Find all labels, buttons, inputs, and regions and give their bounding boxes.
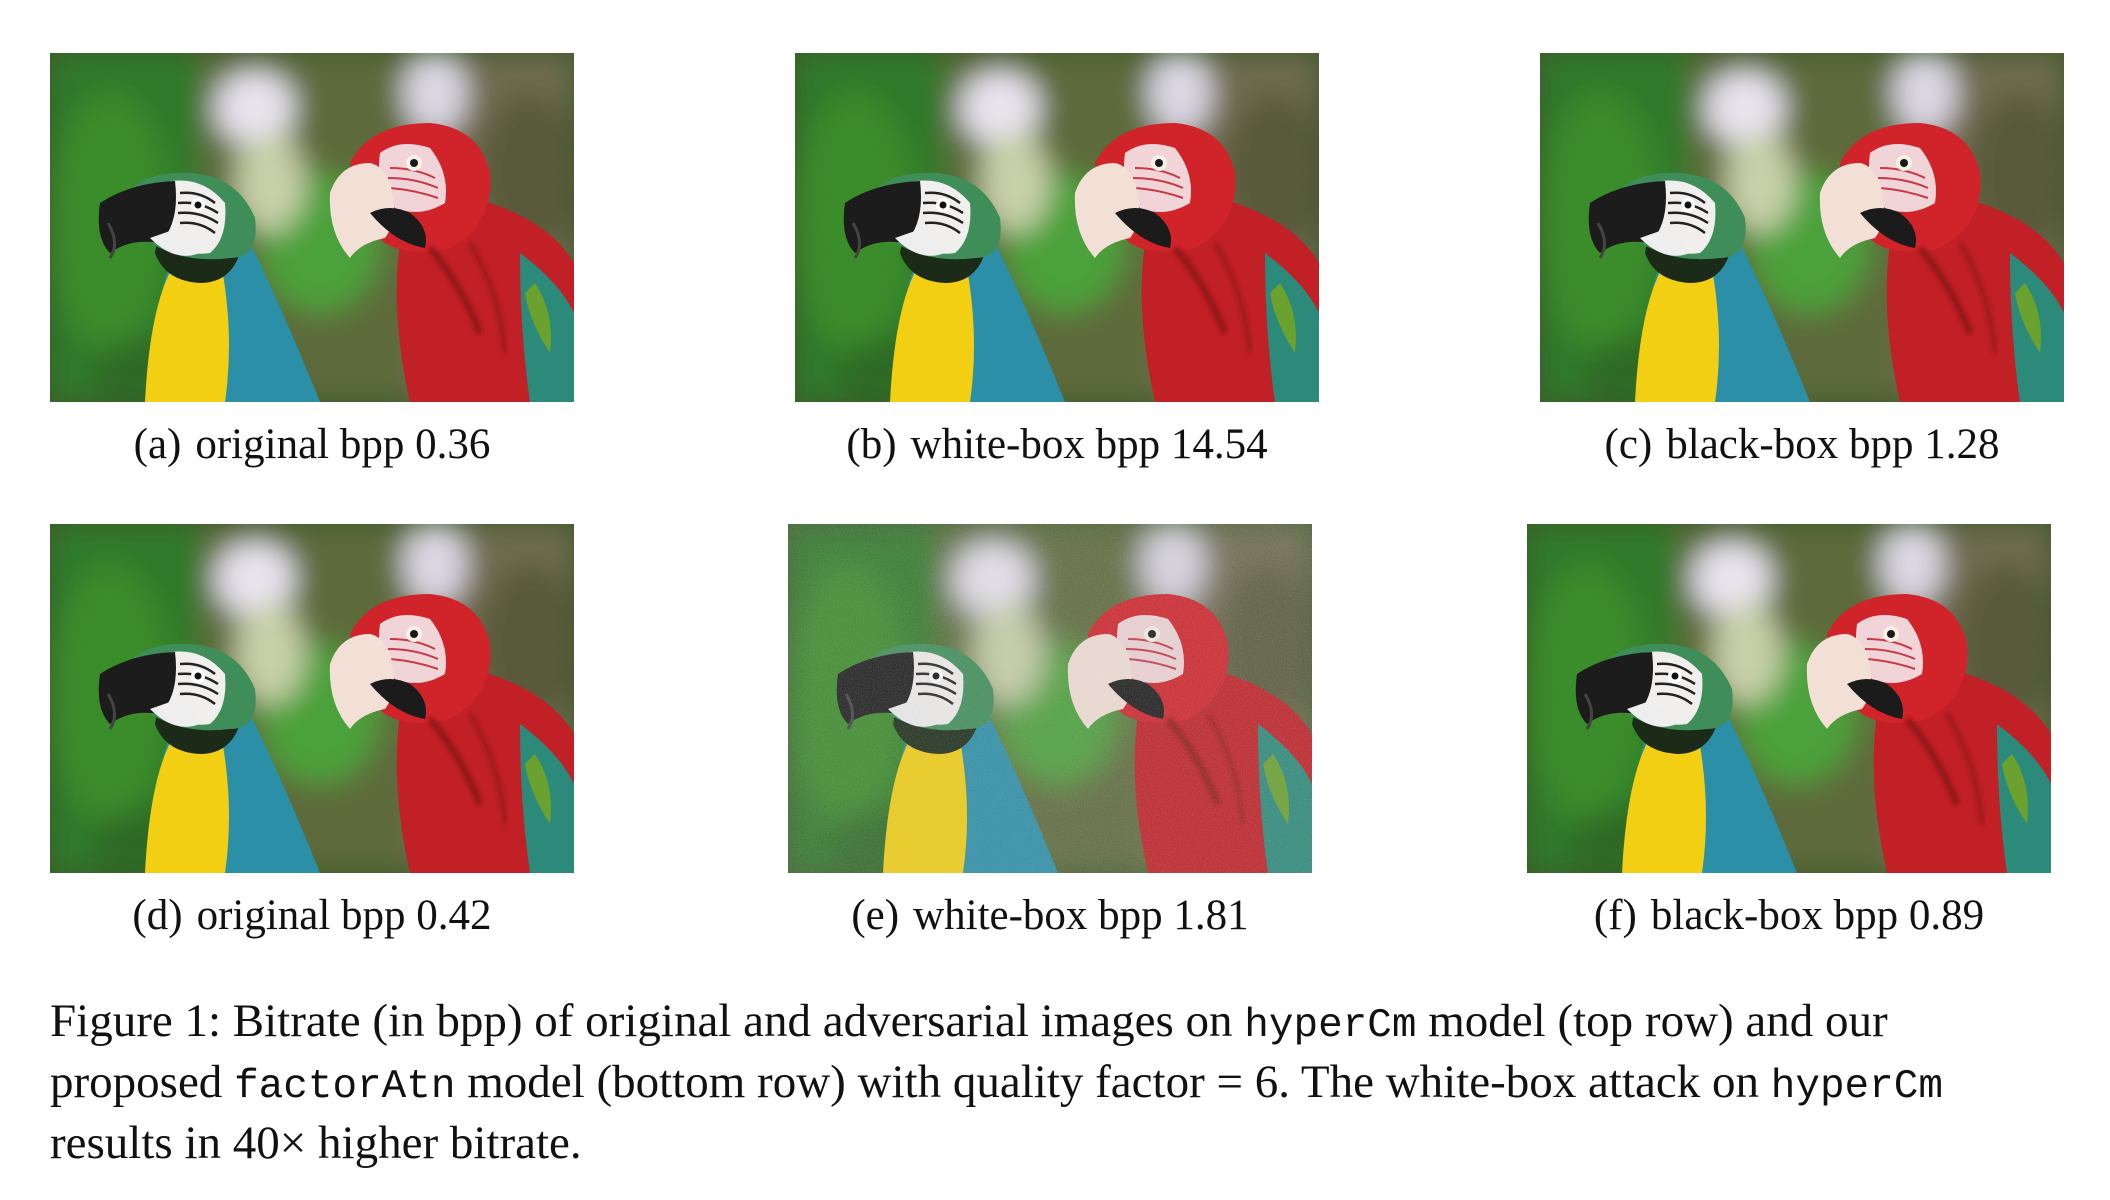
figure-panel: (e) white-box bpp 1.81 — [788, 524, 1312, 939]
caption-text-1: Figure 1: Bitrate (in bpp) of original a… — [50, 995, 1245, 1047]
parrots-photo — [795, 53, 1319, 402]
caption-text-3: model (bottom row) with quality factor =… — [455, 1056, 1771, 1108]
parrots-photo — [50, 53, 574, 402]
subfigure-caption: (c) black-box bpp 1.28 — [1540, 420, 2064, 470]
subfigure-caption: (d) original bpp 0.42 — [50, 891, 574, 941]
subfigure-label: (c) — [1604, 421, 1653, 468]
subfigure-text: white-box bpp 14.54 — [910, 421, 1268, 468]
caption-code-3: hyperCm — [1770, 1064, 1943, 1110]
subfigure-label: (f) — [1593, 892, 1637, 939]
figure-panel: (f) black-box bpp 0.89 — [1527, 524, 2051, 939]
figure-panel: (b) white-box bpp 14.54 — [795, 53, 1319, 468]
figure-panel: (d) original bpp 0.42 — [50, 524, 574, 939]
caption-text-2: model (top row) and our proposed — [50, 995, 1888, 1108]
parrots-photo — [50, 524, 574, 873]
parrots-photo — [1540, 53, 2064, 402]
subfigure-label: (a) — [133, 421, 182, 468]
caption-code-2: factorAtn — [234, 1064, 456, 1110]
parrots-photo — [788, 524, 1312, 873]
subfigure-label: (d) — [132, 892, 183, 939]
subfigure-label: (e) — [851, 892, 900, 939]
figure-panel: (c) black-box bpp 1.28 — [1540, 53, 2064, 468]
figure-caption: Figure 1: Bitrate (in bpp) of original a… — [50, 993, 2070, 1171]
subfigure-text: original bpp 0.42 — [196, 892, 492, 939]
caption-code-1: hyperCm — [1244, 1003, 1417, 1049]
subfigure-caption: (a) original bpp 0.36 — [50, 420, 574, 470]
subfigure-text: black-box bpp 1.28 — [1666, 421, 2000, 468]
subfigure-caption: (e) white-box bpp 1.81 — [788, 891, 1312, 941]
parrots-photo — [1527, 524, 2051, 873]
caption-text-4: results in 40× higher bitrate. — [50, 1117, 582, 1169]
subfigure-label: (b) — [846, 421, 897, 468]
subfigure-text: original bpp 0.36 — [195, 421, 491, 468]
figure-panel: (a) original bpp 0.36 — [50, 53, 574, 468]
subfigure-text: black-box bpp 0.89 — [1650, 892, 1985, 939]
subfigure-caption: (f) black-box bpp 0.89 — [1527, 891, 2051, 941]
subfigure-text: white-box bpp 1.81 — [913, 892, 1249, 939]
subfigure-caption: (b) white-box bpp 14.54 — [795, 420, 1319, 470]
